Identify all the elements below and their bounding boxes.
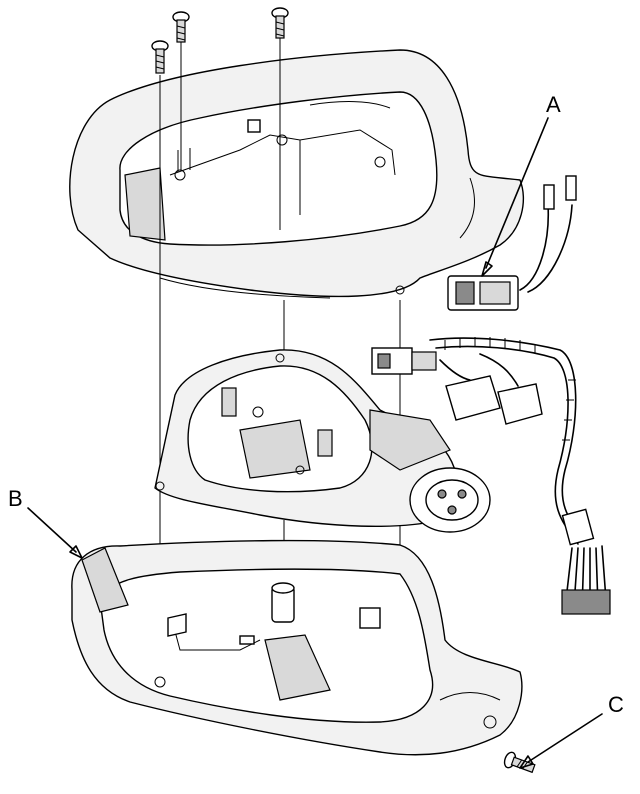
harness-end [561,508,611,615]
callout-leaders [27,117,603,769]
connector-pair [439,353,543,425]
lower-housing [71,539,523,756]
connector-a [447,275,519,311]
upper-housing [69,49,524,299]
screw-left [151,40,169,74]
screw-c [503,751,536,774]
screw-top-left [172,11,190,43]
callout-label-a: A [546,92,561,117]
upper-screws [151,7,289,74]
wiring-harness [371,175,611,615]
connector-small [371,347,437,375]
callout-label-b: B [8,486,23,511]
screw-top-center [271,7,289,39]
actuator-base [154,349,491,533]
callout-label-c: C [608,692,624,717]
